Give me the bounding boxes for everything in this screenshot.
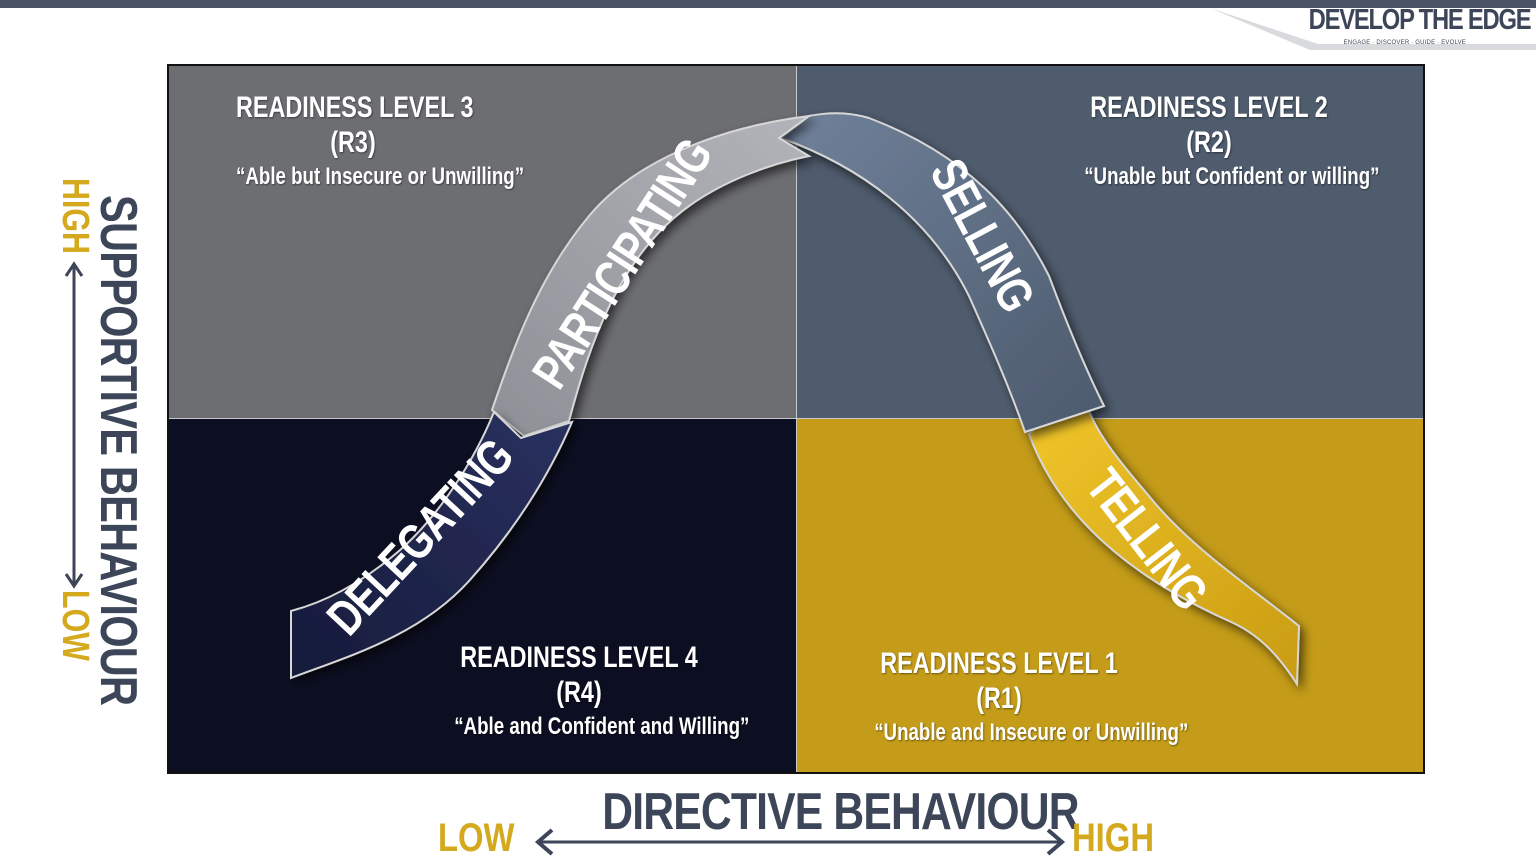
- x-axis-high: HIGH: [1072, 816, 1154, 860]
- x-axis-arrow: [534, 828, 1066, 856]
- r3-code: (R3): [330, 126, 376, 159]
- y-axis-high: HIGH: [54, 178, 96, 254]
- r3-description: “Able but Insecure or Unwilling”: [236, 163, 525, 190]
- r2-code: (R2): [1186, 126, 1232, 159]
- brand-tagline: ENGAGE · DISCOVER · GUIDE · EVOLVE: [1343, 40, 1466, 46]
- participating-label: PARTICIPATING: [521, 129, 724, 399]
- r1-code: (R1): [976, 682, 1022, 715]
- quadrant-r3: [169, 66, 797, 419]
- x-axis-low: LOW: [438, 816, 515, 860]
- r3-text: READINESS LEVEL 3 (R3) “Able but Insecur…: [236, 90, 525, 194]
- r1-description: “Unable and Insecure or Unwilling”: [874, 719, 1189, 746]
- r4-code: (R4): [556, 676, 602, 709]
- top-bar: [0, 0, 1536, 8]
- r4-text: READINESS LEVEL 4 (R4) “Able and Confide…: [454, 640, 750, 744]
- delegating-band: [290, 410, 574, 680]
- participating-band: [490, 114, 813, 438]
- r1-level: READINESS LEVEL 1: [880, 647, 1118, 680]
- telling-label: TELLING: [1075, 458, 1219, 620]
- brand-title: DEVELOP THE EDGE: [1308, 4, 1531, 36]
- r2-level: READINESS LEVEL 2: [1090, 91, 1328, 124]
- r4-description: “Able and Confident and Willing”: [454, 713, 750, 740]
- brand-tab-shape: [1210, 8, 1536, 50]
- r1-text: READINESS LEVEL 1 (R1) “Unable and Insec…: [874, 646, 1189, 750]
- r3-level: READINESS LEVEL 3: [236, 91, 474, 124]
- telling-band: [1027, 409, 1301, 688]
- y-axis-arrow: [64, 261, 84, 589]
- leadership-curve: TELLING SELLING PARTICIPATING DELEGATING: [290, 112, 1301, 688]
- selling-band: [778, 112, 1106, 434]
- y-axis-low: LOW: [54, 590, 96, 661]
- r2-description: “Unable but Confident or willing”: [1084, 163, 1380, 190]
- situational-leadership-matrix: TELLING SELLING PARTICIPATING DELEGATING…: [167, 64, 1425, 774]
- brand-header: DEVELOP THE EDGE ENGAGE · DISCOVER · GUI…: [1210, 0, 1536, 50]
- r4-level: READINESS LEVEL 4: [460, 641, 698, 674]
- r2-text: READINESS LEVEL 2 (R2) “Unable but Confi…: [1084, 90, 1380, 194]
- quadrant-r2: [797, 66, 1423, 419]
- y-axis-label: SUPPORTIVE BEHAVIOUR: [89, 195, 147, 706]
